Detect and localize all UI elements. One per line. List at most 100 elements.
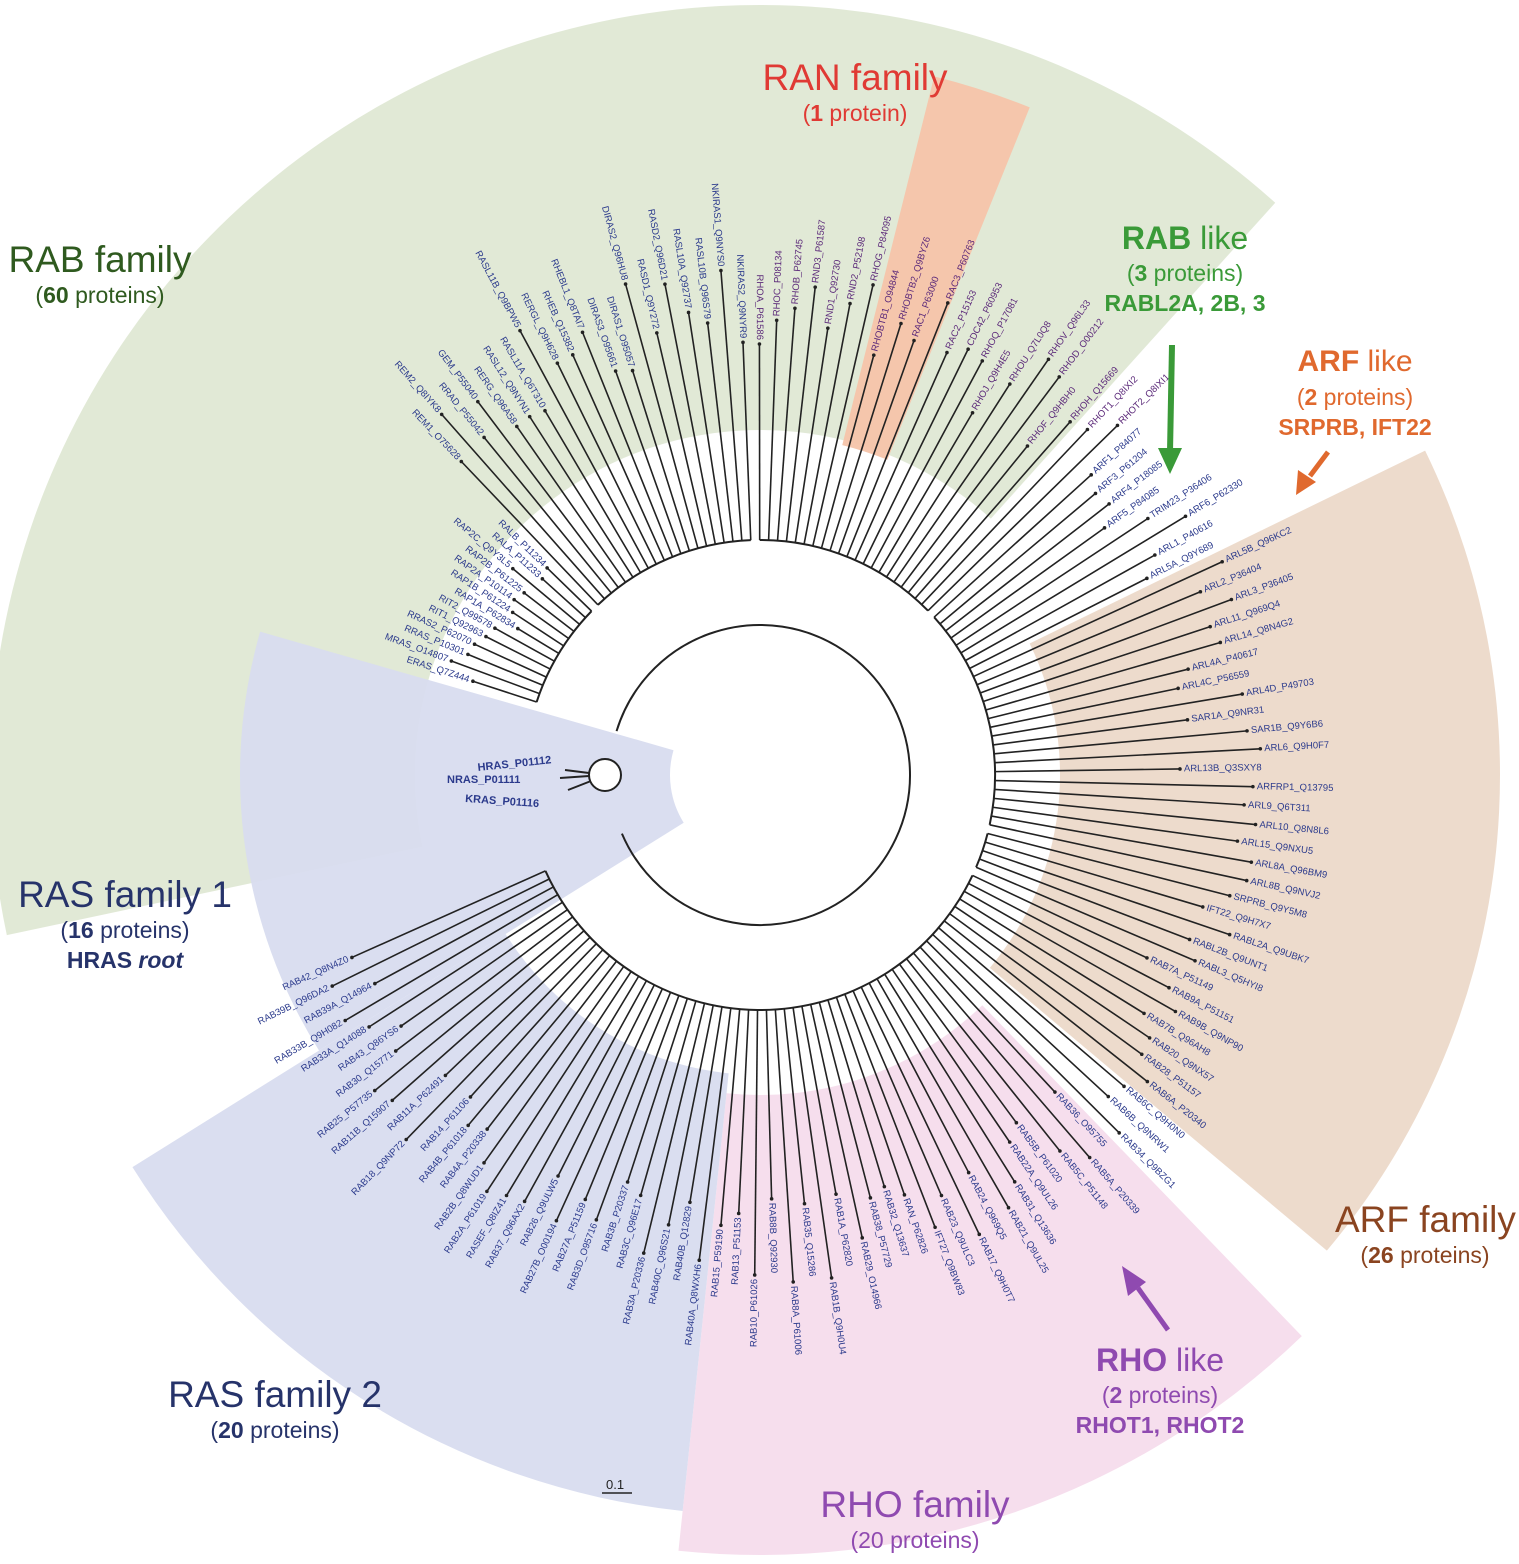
leaf-branch [656, 332, 708, 547]
leaf-node [1008, 382, 1012, 386]
leaf-node [522, 591, 526, 595]
leaf-branch [546, 567, 593, 612]
leaf-branch [517, 627, 560, 655]
leaf-node [594, 1218, 599, 1222]
leaf-branch [876, 978, 1010, 1209]
arf-like-arrow [1308, 450, 1330, 478]
family-sectors [0, 5, 1501, 1555]
leaf-node [543, 408, 547, 413]
leaf-node [1012, 1180, 1017, 1184]
leaf-node [848, 301, 852, 306]
ran-family-label: RAN family (1 protein) [762, 57, 948, 127]
leaf-node [555, 361, 560, 365]
leaf-branch [991, 815, 1252, 863]
leaf-node [393, 1049, 398, 1053]
leaf-node [1145, 1079, 1150, 1084]
leaf-node [1117, 1131, 1121, 1135]
arf-word: family [1419, 1199, 1516, 1240]
rho-like-count: 2 [1109, 1382, 1123, 1408]
ras1-name: RAS [18, 874, 95, 915]
leaf-node [556, 1174, 560, 1178]
leaf-branch [572, 354, 666, 561]
ras1-root-word: root [138, 947, 184, 973]
leaf-branch [783, 1008, 806, 1204]
leaf-node [1145, 576, 1149, 581]
leaf-branch [905, 958, 1061, 1152]
leaf-branch [854, 352, 948, 561]
leaf-branch [505, 975, 640, 1196]
leaf-node [1153, 553, 1157, 557]
leaf-branch [979, 598, 1232, 694]
leaf-node [459, 459, 464, 464]
clade-arc [933, 616, 996, 826]
leaf-node [1229, 597, 1234, 602]
leaf-node [912, 338, 916, 343]
leaf-node [367, 1025, 371, 1029]
root-branch [564, 769, 590, 774]
leaf-branch [667, 1005, 714, 1225]
leaf-branch [907, 445, 1029, 594]
scale-bar: 0.1 [602, 1477, 632, 1494]
leaf-node [580, 330, 585, 335]
leaf-branch [794, 328, 829, 543]
leaf-node [1235, 839, 1240, 843]
leaf-node [545, 566, 549, 570]
leaf-node [390, 1098, 395, 1103]
leaf-branch [460, 460, 599, 606]
leaf-node [980, 359, 985, 363]
leaf-node [705, 321, 710, 325]
leaf-branch [914, 421, 1071, 599]
leaf-branch [639, 1000, 697, 1196]
leaf-branch [720, 1009, 741, 1226]
rho-name: RHO [820, 1484, 903, 1525]
leaf-node [826, 326, 830, 330]
ran-count: 1 [810, 100, 824, 126]
leaf-node [774, 318, 779, 323]
leaf-label: ARL13B_Q3SXY8 [1184, 762, 1262, 774]
leaf-node [343, 1018, 348, 1023]
leaf-node [1085, 427, 1090, 432]
leaf-branch [925, 940, 1120, 1134]
leaf-branch [444, 936, 591, 1077]
arf-like-count: 2 [1304, 384, 1318, 410]
leaf-node [688, 1200, 692, 1205]
leaf-branch [900, 376, 1060, 588]
arf-like-arrowhead [1296, 470, 1316, 495]
leaf-branch [765, 1009, 773, 1199]
leaf-branch [557, 984, 656, 1177]
rho-like-arrow [1135, 1286, 1171, 1332]
leaf-branch [477, 401, 619, 589]
leaf-node [1249, 860, 1254, 864]
leaf-branch [994, 779, 1253, 788]
leaf-branch [523, 592, 575, 632]
leaf-node [970, 410, 975, 415]
rab-like-arrowhead [1158, 448, 1182, 474]
leaf-branch [467, 653, 544, 687]
leaf-branch [626, 998, 689, 1183]
leaf-node [466, 652, 470, 657]
root-leaf-label: KRAS_P01116 [465, 793, 540, 810]
rab-like-arrow [1167, 344, 1175, 453]
leaf-branch [753, 1009, 759, 1275]
leaf-node [468, 1095, 473, 1099]
leaf-branch [989, 687, 1179, 729]
leaf-node [1240, 692, 1245, 696]
root-branch [567, 780, 592, 791]
leaf-branch [512, 568, 581, 626]
leaf-branch [827, 999, 886, 1187]
leaf-node [663, 282, 667, 286]
leaf-branch [720, 270, 743, 541]
leaf-branch [331, 878, 550, 987]
leaf-branch [441, 413, 606, 600]
leaf-node [719, 1223, 723, 1228]
ras-family-1-label: RAS family 1 (16 proteins) HRAS root [18, 874, 232, 974]
leaf-branch [969, 577, 1148, 670]
leaf-branch [483, 966, 625, 1164]
leaf-branch [985, 641, 1221, 711]
leaf-branch [912, 952, 1091, 1159]
leaf-branch [987, 668, 1189, 720]
leaf-label: RHOA_P61586 [754, 275, 765, 340]
leaf-node [860, 1236, 865, 1240]
leaf-label: ARFRP1_Q13795 [1257, 781, 1334, 794]
leaf-node [1145, 956, 1149, 960]
